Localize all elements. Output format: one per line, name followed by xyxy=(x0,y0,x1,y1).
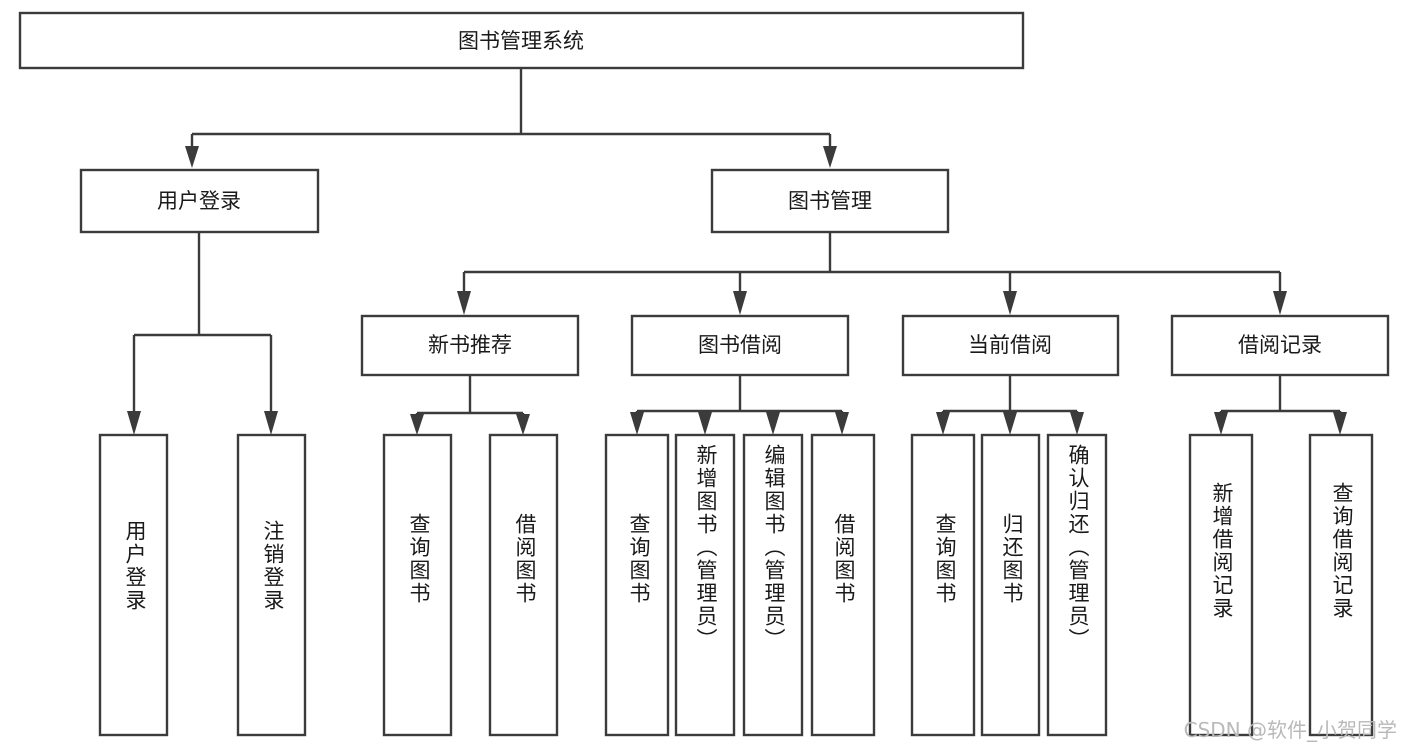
node-new-book-recommend[interactable] xyxy=(360,314,580,377)
node-current-borrow[interactable] xyxy=(901,314,1120,377)
leaf-book-borrow-lend[interactable] xyxy=(810,433,876,737)
node-book-management-label: 图书管理 xyxy=(788,189,872,213)
leaf-user-login-login[interactable] xyxy=(98,433,169,737)
node-book-borrow[interactable] xyxy=(630,314,850,377)
node-book-management[interactable] xyxy=(710,168,950,234)
node-new-book-recommend-label: 新书推荐 xyxy=(428,333,512,357)
connector-root-to-level2 xyxy=(185,68,837,168)
leaf-borrow-record-query[interactable] xyxy=(1308,433,1374,737)
connector-borrow-record-to-leaves xyxy=(1214,375,1347,435)
node-root-book-management-system[interactable] xyxy=(18,11,1025,70)
connector-book-mgmt-to-level3 xyxy=(457,232,1287,315)
leaf-borrow-record-add[interactable] xyxy=(1188,433,1254,737)
node-user-login[interactable] xyxy=(79,168,320,234)
csdn-watermark: CSDN @软件_小贺同学 xyxy=(1183,718,1397,742)
leaf-book-borrow-add[interactable] xyxy=(674,433,736,737)
connector-current-borrow-to-leaves xyxy=(936,375,1084,435)
node-book-borrow-label: 图书借阅 xyxy=(698,333,782,357)
node-borrow-record[interactable] xyxy=(1170,314,1390,377)
leaf-current-borrow-return[interactable] xyxy=(980,433,1041,737)
node-borrow-record-label: 借阅记录 xyxy=(1238,333,1322,357)
leaf-book-borrow-edit[interactable] xyxy=(742,433,804,737)
node-root-label: 图书管理系统 xyxy=(458,29,584,53)
leaf-user-login-logout[interactable] xyxy=(236,433,307,737)
leaf-new-book-borrow[interactable] xyxy=(488,433,559,737)
leaf-current-borrow-confirm[interactable] xyxy=(1046,433,1108,737)
connector-new-book-to-leaves xyxy=(410,375,530,435)
connector-user-login-to-leaves xyxy=(127,232,278,435)
connector-book-borrow-to-leaves xyxy=(630,375,849,435)
node-user-login-label: 用户登录 xyxy=(157,189,241,213)
leaf-book-borrow-query[interactable] xyxy=(604,433,670,737)
leaf-current-borrow-query[interactable] xyxy=(910,433,976,737)
node-current-borrow-label: 当前借阅 xyxy=(968,333,1052,357)
leaf-new-book-query[interactable] xyxy=(382,433,453,737)
